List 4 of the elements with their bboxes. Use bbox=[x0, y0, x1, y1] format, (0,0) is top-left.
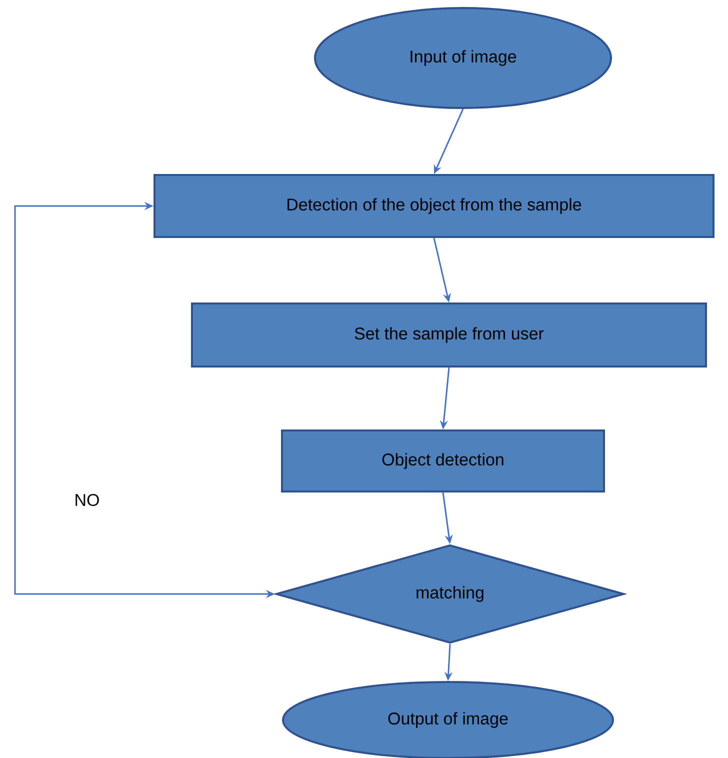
process-box: Set the sample from user bbox=[191, 302, 707, 368]
process-box: Object detection bbox=[281, 430, 605, 492]
process-box: Detection of the object from the sample bbox=[154, 174, 714, 238]
edge-label: NO bbox=[72, 492, 102, 508]
